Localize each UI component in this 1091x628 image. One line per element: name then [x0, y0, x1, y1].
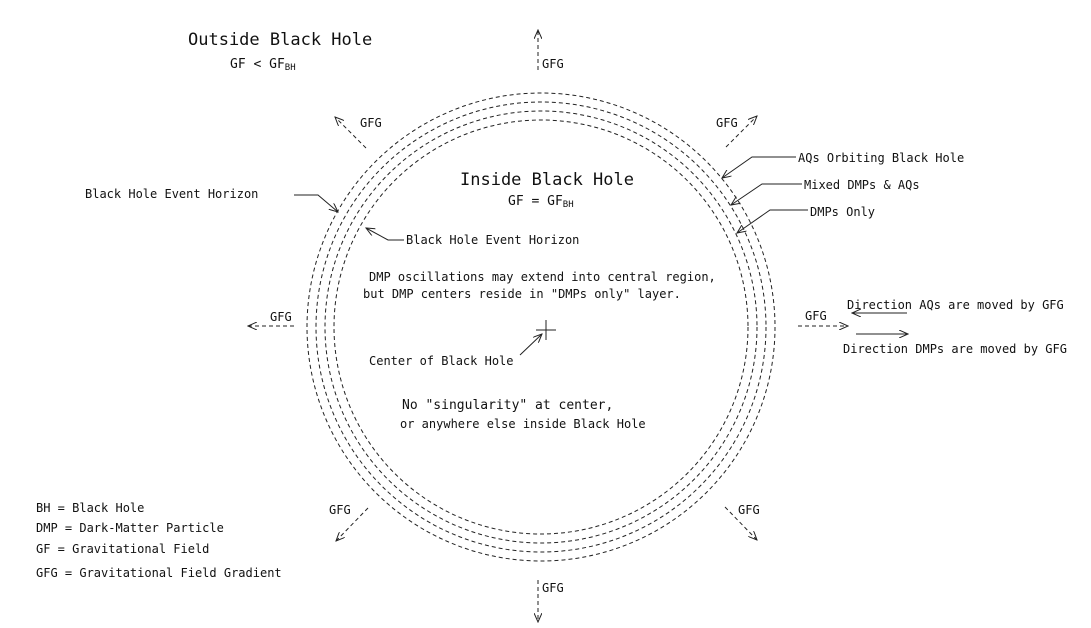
leader-mixed	[731, 183, 802, 205]
gfg-arrow-downright	[724, 506, 757, 540]
outside-title: Outside Black Hole	[188, 30, 372, 50]
legend-item: BH = Black Hole	[36, 501, 144, 515]
gfg-arrow-upleft	[335, 117, 367, 149]
outside-formula: GF < GFBH	[230, 57, 296, 73]
ring-mixed	[315, 101, 767, 553]
center-cross-icon	[536, 320, 556, 340]
label-direction-dmps: Direction DMPs are moved by GFG	[843, 342, 1067, 356]
gfg-arrow-upright	[725, 116, 757, 148]
gfg-label-upleft: GFG	[360, 116, 382, 130]
label-event-horizon-outer: Black Hole Event Horizon	[85, 187, 258, 201]
label-event-horizon-inner: Black Hole Event Horizon	[406, 233, 579, 247]
note-singularity-line2: or anywhere else inside Black Hole	[400, 417, 646, 431]
legend-item: GF = Gravitational Field	[36, 542, 209, 556]
gfg-label-right: GFG	[805, 309, 827, 323]
ring-dmps-only	[324, 110, 758, 544]
ring-aqs-orbiting	[306, 92, 776, 562]
gfg-arrows: GFG GFG GFG GFG GFG GFG GFG GFG	[248, 30, 848, 622]
black-hole-rings	[306, 92, 776, 562]
note-oscillation-line1: DMP oscillations may extend into central…	[369, 270, 716, 284]
gfg-label-upright: GFG	[716, 116, 738, 130]
label-aqs-orbiting: AQs Orbiting Black Hole	[798, 151, 964, 165]
inside-formula: GF = GFBH	[508, 194, 574, 210]
gfg-label-left: GFG	[270, 310, 292, 324]
label-mixed: Mixed DMPs & AQs	[804, 178, 920, 192]
legend-item: GFG = Gravitational Field Gradient	[36, 566, 282, 580]
leader-event-horizon-outer	[294, 194, 338, 212]
note-singularity-line1: No "singularity" at center,	[402, 398, 613, 413]
gfg-label-downright: GFG	[738, 503, 760, 517]
note-oscillation-line2: but DMP centers reside in "DMPs only" la…	[363, 287, 681, 301]
leader-event-horizon-inner	[366, 228, 404, 241]
ring-event-horizon-inner	[333, 119, 749, 535]
label-center: Center of Black Hole	[369, 354, 514, 368]
leader-dmps-only	[737, 209, 808, 233]
gfg-label-downleft: GFG	[329, 503, 351, 517]
leader-aqs-orbiting	[722, 156, 796, 178]
label-direction-aqs: Direction AQs are moved by GFG	[847, 298, 1064, 312]
label-dmps-only: DMPs Only	[810, 205, 875, 219]
inside-title: Inside Black Hole	[460, 170, 634, 190]
leader-center	[519, 334, 542, 356]
gfg-label-top: GFG	[542, 57, 564, 71]
gfg-arrow-downleft	[336, 507, 369, 541]
legend-item: DMP = Dark-Matter Particle	[36, 521, 224, 535]
legend: BH = Black Hole DMP = Dark-Matter Partic…	[36, 501, 282, 580]
gfg-label-bottom: GFG	[542, 581, 564, 595]
